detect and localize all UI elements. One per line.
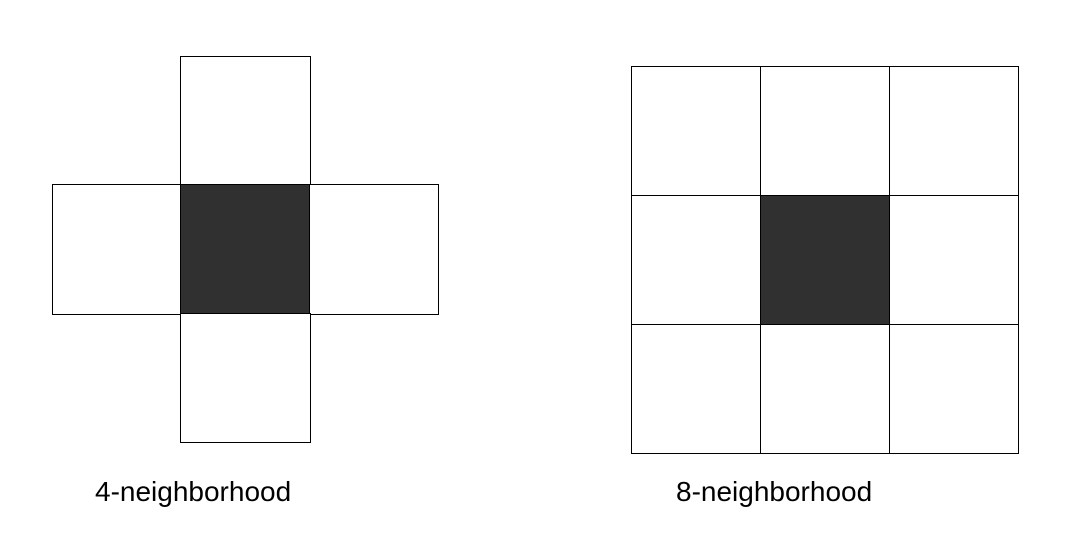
center-cell bbox=[760, 195, 891, 326]
center-cell bbox=[180, 184, 311, 315]
neighbor-cell-top-left bbox=[631, 66, 762, 197]
neighbor-cell-top-right bbox=[889, 66, 1019, 197]
neighbor-cell-bottom-left bbox=[631, 324, 762, 454]
neighbor-cell-left bbox=[631, 195, 762, 326]
neighbor-cell-bottom-right bbox=[889, 324, 1019, 454]
four-neighborhood-caption: 4-neighborhood bbox=[95, 476, 292, 507]
neighbor-cell-top bbox=[760, 66, 891, 197]
eight-neighborhood-caption: 8-neighborhood bbox=[676, 476, 873, 507]
neighbor-cell-bottom bbox=[760, 324, 891, 454]
neighbor-cell-left bbox=[52, 184, 182, 315]
neighbor-cell-right bbox=[309, 184, 439, 315]
neighbor-cell-top bbox=[180, 56, 311, 186]
neighbor-cell-right bbox=[889, 195, 1019, 326]
neighbor-cell-bottom bbox=[180, 313, 311, 443]
